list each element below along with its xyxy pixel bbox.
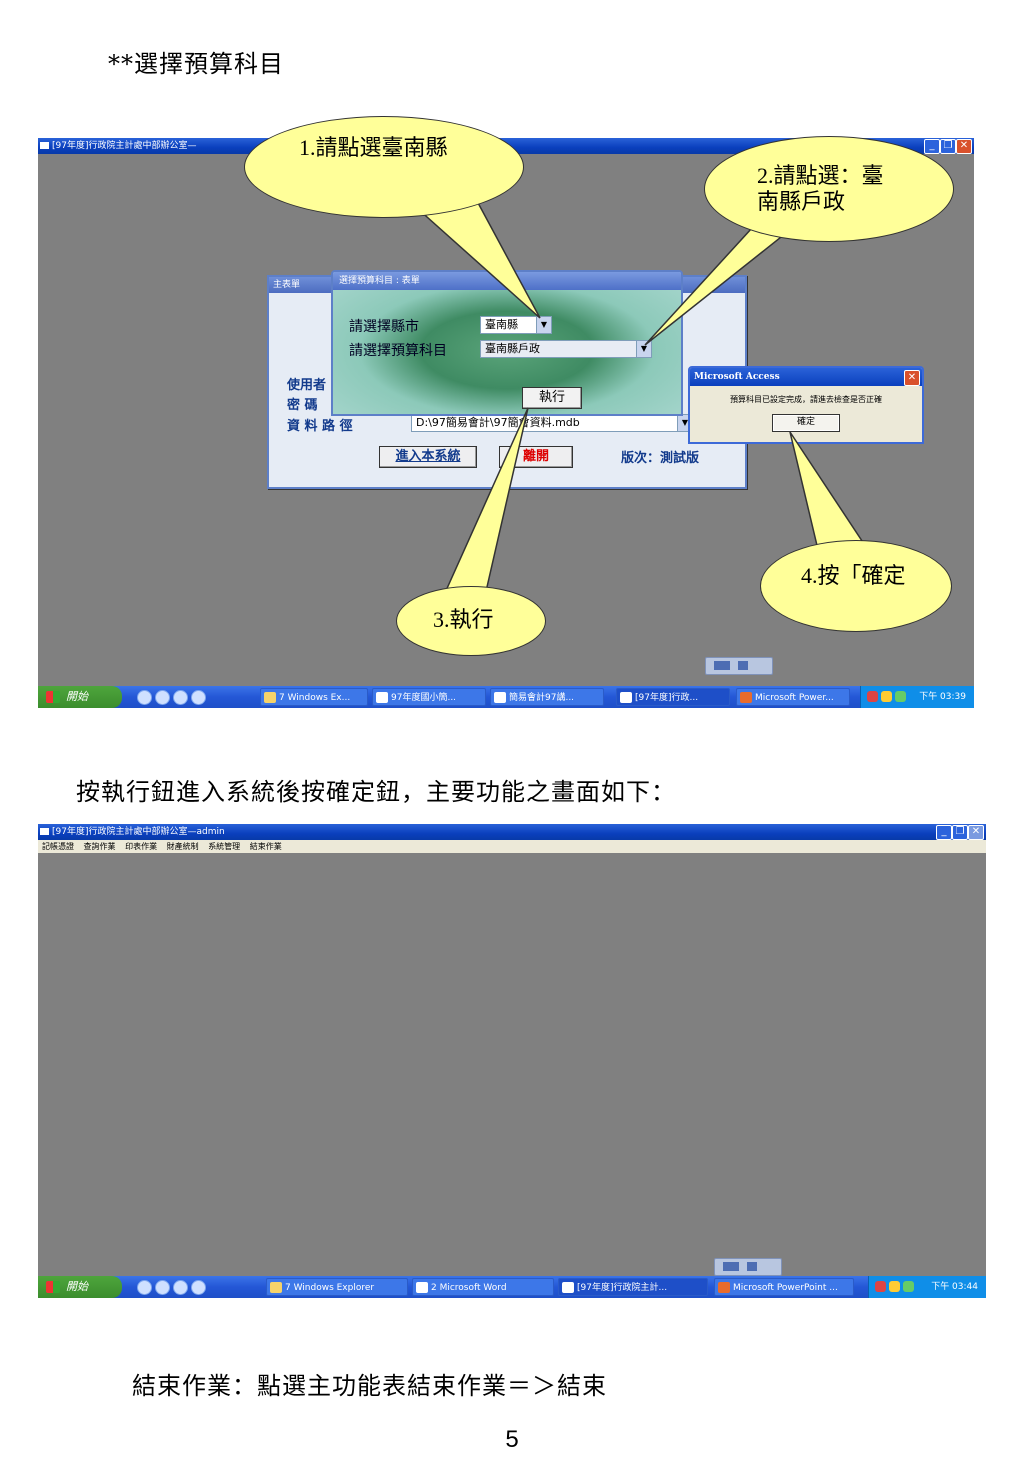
powerpoint-icon (740, 692, 752, 703)
start-label: 開始 (66, 690, 88, 703)
restore-button[interactable]: ❐ (952, 825, 968, 840)
start-button[interactable]: 開始 (38, 686, 122, 708)
tray-icon[interactable] (903, 1281, 914, 1292)
outlook-icon[interactable] (173, 1280, 188, 1295)
word-icon (416, 1282, 428, 1293)
window-title: [97年度]行政院主計處中部辦公室—admin (52, 827, 225, 837)
word-icon (376, 692, 388, 703)
screenshot-main-screen: [97年度]行政院主計處中部辦公室—admin _ ❐ ✕ 記帳憑證 查詢作業 … (38, 824, 986, 1298)
windows-flag-icon (46, 691, 60, 703)
ok-button[interactable]: 確定 (772, 414, 840, 432)
word-icon (494, 692, 506, 703)
task-access[interactable]: [97年度]行政院主計... (558, 1278, 708, 1296)
folder-icon (270, 1282, 282, 1293)
main-menu-bar: 記帳憑證 查詢作業 印表作業 財產統制 系統管理 結束作業 (38, 840, 986, 853)
data-path-value: D:\97簡易會計\97簡會資料.mdb (416, 416, 580, 429)
subject-combo[interactable]: 臺南縣戶政 ▼ (480, 340, 652, 358)
minimize-button[interactable]: _ (936, 825, 952, 840)
menu-query[interactable]: 查詢作業 (83, 842, 116, 851)
window-titlebar: [97年度]行政院主計處中部辦公室—admin _ ❐ ✕ (38, 824, 986, 840)
system-tray: 下午 03:39 (860, 686, 974, 708)
menu-vouchers[interactable]: 記帳憑證 (42, 842, 74, 851)
menu-print[interactable]: 印表作業 (125, 842, 158, 851)
system-tray: 下午 03:44 (868, 1276, 986, 1298)
window-icon (620, 692, 632, 703)
task-powerpoint[interactable]: Microsoft Power... (736, 688, 850, 706)
task-word-1[interactable]: 97年度國小簡... (372, 688, 486, 706)
heading-main-screen: 按執行鈕進入系統後按確定鈕，主要功能之畫面如下： (76, 778, 676, 806)
outlook-icon[interactable] (173, 690, 188, 705)
ie-icon[interactable] (137, 690, 152, 705)
callout-4: 4.按「確定 (760, 540, 952, 632)
chevron-down-icon[interactable]: ▼ (536, 317, 551, 333)
window-icon (40, 828, 49, 835)
minimize-button[interactable]: _ (924, 139, 940, 154)
tray-icon[interactable] (867, 691, 878, 702)
windows-flag-icon (46, 1281, 60, 1293)
window-icon (562, 1282, 574, 1293)
close-icon[interactable]: ✕ (904, 370, 920, 386)
access-message-box: Microsoft Access ✕ 預算科目已設定完成，請進去檢查是否正確 確… (688, 366, 924, 444)
ime-toolbar[interactable] (705, 657, 773, 675)
task-access[interactable]: [97年度]行政... (616, 688, 730, 706)
callout-2: 2.請點選：臺南縣戶政 (704, 136, 954, 242)
desktop-icon[interactable] (191, 690, 206, 705)
task-word[interactable]: 2 Microsoft Word (412, 1278, 554, 1296)
restore-button[interactable]: ❐ (940, 139, 956, 154)
heading-exit: 結束作業：點選主功能表結束作業＝＞結束 (132, 1372, 607, 1400)
taskbar: 開始 7 Windows Ex... 97年度國小簡... 簡易會計97講...… (38, 686, 974, 708)
version-label: 版次：測試版 (621, 451, 700, 466)
data-path-combo[interactable]: D:\97簡易會計\97簡會資料.mdb ▼ (411, 414, 693, 432)
ie-icon[interactable] (137, 1280, 152, 1295)
county-value: 臺南縣 (485, 318, 518, 331)
media-icon[interactable] (155, 690, 170, 705)
callout-2-pointer (644, 220, 803, 346)
window-icon (40, 142, 49, 149)
close-button[interactable]: ✕ (956, 139, 972, 154)
user-label: 使用者 (287, 378, 327, 393)
tray-icon[interactable] (875, 1281, 886, 1292)
menu-system[interactable]: 系統管理 (208, 842, 241, 851)
callout-3: 3.執行 (396, 586, 546, 656)
close-button[interactable]: ✕ (968, 825, 984, 840)
tray-icon[interactable] (895, 691, 906, 702)
county-label: 請選擇縣市 (349, 319, 419, 335)
execute-button[interactable]: 執行 (522, 387, 582, 409)
ime-toolbar[interactable] (714, 1258, 782, 1276)
task-windows-explorer[interactable]: 7 Windows Explorer (266, 1278, 408, 1296)
subject-value: 臺南縣戶政 (485, 342, 540, 355)
msgbox-message: 預算科目已設定完成，請進去檢查是否正確 (730, 395, 882, 404)
chevron-down-icon[interactable]: ▼ (636, 341, 651, 357)
task-word-2[interactable]: 簡易會計97講... (490, 688, 604, 706)
desktop-icon[interactable] (191, 1280, 206, 1295)
password-label: 密 碼 (287, 398, 318, 413)
clock: 下午 03:39 (919, 692, 966, 702)
media-icon[interactable] (155, 1280, 170, 1295)
callout-1: 1.請點選臺南縣 (244, 116, 524, 218)
window-title: [97年度]行政院主計處中部辦公室— (52, 141, 197, 151)
taskbar: 開始 7 Windows Explorer 2 Microsoft Word [… (38, 1276, 986, 1298)
enter-system-button[interactable]: 進入本系統 (379, 446, 477, 468)
county-combo[interactable]: 臺南縣 ▼ (480, 316, 552, 334)
page-number: 5 (505, 1426, 519, 1453)
msgbox-title: Microsoft Access (690, 368, 922, 386)
task-windows-explorer[interactable]: 7 Windows Ex... (260, 688, 368, 706)
folder-icon (264, 692, 276, 703)
start-label: 開始 (66, 1280, 88, 1293)
task-powerpoint[interactable]: Microsoft PowerPoint ... (714, 1278, 854, 1296)
clock: 下午 03:44 (931, 1282, 978, 1292)
menu-exit[interactable]: 結束作業 (249, 842, 282, 851)
subject-label: 請選擇預算科目 (349, 343, 447, 359)
callout-3-pointer (438, 407, 529, 605)
path-label: 資 料 路 徑 (287, 419, 353, 434)
start-button[interactable]: 開始 (38, 1276, 122, 1298)
tray-icon[interactable] (881, 691, 892, 702)
heading-select-budget: **選擇預算科目 (108, 50, 284, 78)
tray-icon[interactable] (889, 1281, 900, 1292)
powerpoint-icon (718, 1282, 730, 1293)
menu-assets[interactable]: 財產統制 (166, 842, 199, 851)
